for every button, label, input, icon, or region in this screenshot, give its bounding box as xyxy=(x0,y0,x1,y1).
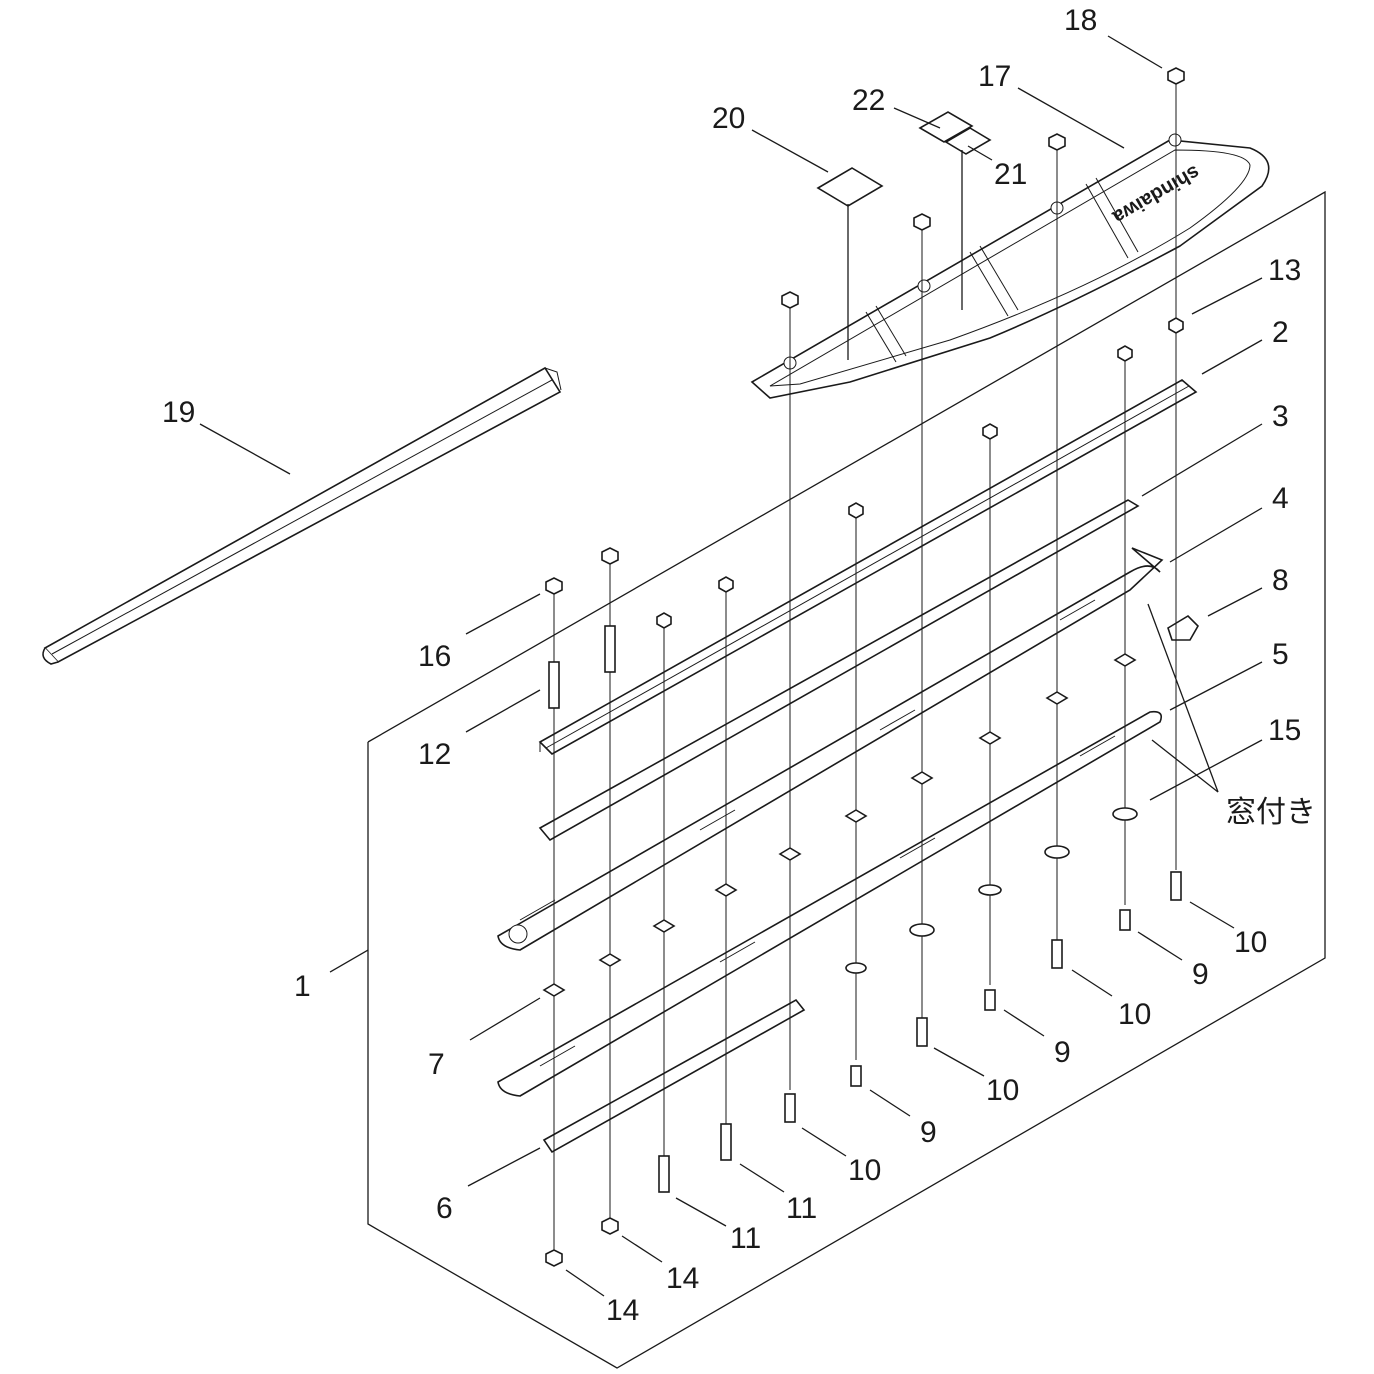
part-4-upper-blade xyxy=(497,547,1164,951)
part-20-label-sticker xyxy=(816,167,884,207)
part-3-plate xyxy=(538,499,1140,842)
callout-8: 8 xyxy=(1272,564,1289,597)
callout-9-a: 9 xyxy=(1192,958,1209,991)
callout-10-b: 10 xyxy=(1118,998,1151,1031)
callout-9-b: 9 xyxy=(1054,1036,1071,1069)
callout-9-c: 9 xyxy=(920,1116,937,1149)
callout-10-c: 10 xyxy=(986,1074,1019,1107)
callout-12: 12 xyxy=(418,738,451,771)
part-19-guard-bar xyxy=(42,366,562,665)
callout-11-b: 11 xyxy=(730,1222,761,1255)
bolts xyxy=(658,871,1182,1193)
part-15-washers xyxy=(845,807,1138,974)
callout-10-d: 10 xyxy=(848,1154,881,1187)
part-21-label-sticker xyxy=(944,127,992,155)
callout-labels: 18 17 22 20 21 13 2 19 3 4 8 16 5 15 12 … xyxy=(162,4,1316,1327)
part-22-label-sticker xyxy=(918,111,974,143)
callout-5: 5 xyxy=(1272,638,1289,671)
part-14-bottom-nuts xyxy=(545,1217,619,1267)
callout-20: 20 xyxy=(712,102,745,135)
callout-18: 18 xyxy=(1064,4,1097,37)
callout-1: 1 xyxy=(294,970,311,1003)
part-6-bottom-plate xyxy=(542,998,806,1154)
part-17-top-cover: shindaiwa xyxy=(750,133,1270,399)
callout-3: 3 xyxy=(1272,400,1289,433)
callout-16: 16 xyxy=(418,640,451,673)
callout-6: 6 xyxy=(436,1192,453,1225)
part-8-end-clip xyxy=(1167,614,1199,641)
nuts xyxy=(545,67,1185,629)
callout-13: 13 xyxy=(1268,254,1301,287)
callout-2: 2 xyxy=(1272,316,1289,349)
part-2-back-rail xyxy=(538,379,1198,755)
callout-21: 21 xyxy=(994,158,1027,191)
leader-lines xyxy=(199,35,1263,1297)
callout-11-a: 11 xyxy=(786,1192,817,1225)
callout-15: 15 xyxy=(1268,714,1301,747)
callout-22: 22 xyxy=(852,84,885,117)
callout-14-a: 14 xyxy=(666,1262,699,1295)
callout-19: 19 xyxy=(162,396,195,429)
part-12-spacer-bolts xyxy=(548,625,616,709)
callout-7: 7 xyxy=(428,1048,445,1081)
callout-window-note: 窓付き xyxy=(1226,796,1316,829)
callout-14-b: 14 xyxy=(606,1294,639,1327)
assembly-box-outline xyxy=(367,190,1326,1369)
part-7-square-washers xyxy=(542,653,1137,997)
callout-4: 4 xyxy=(1272,482,1289,515)
callout-10-a: 10 xyxy=(1234,926,1267,959)
callout-17: 17 xyxy=(978,60,1011,93)
